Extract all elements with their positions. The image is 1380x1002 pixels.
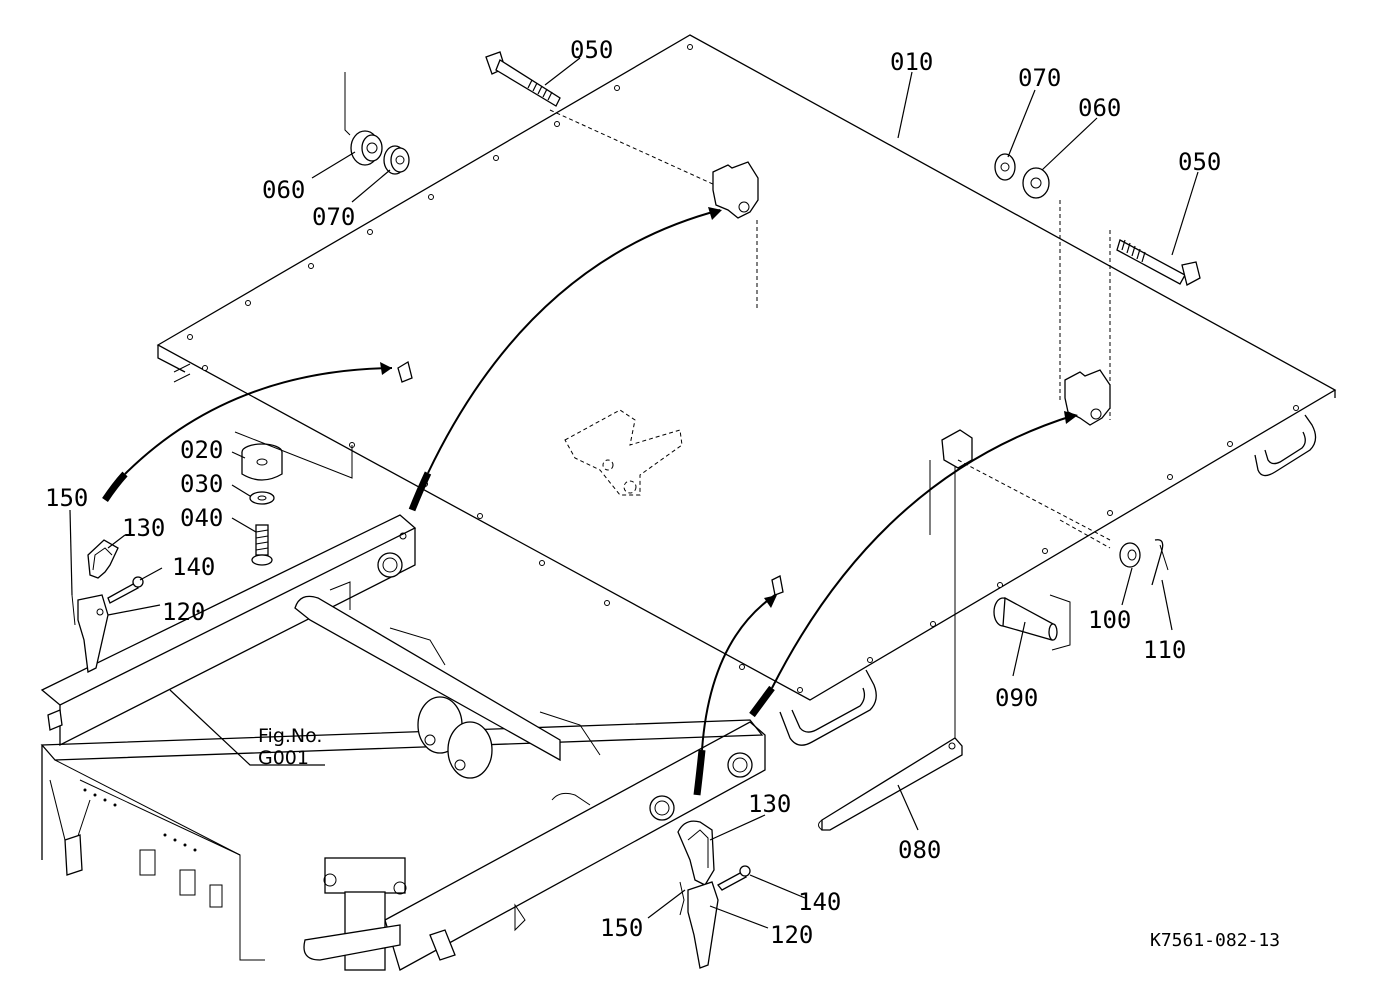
rubber-mount-020 <box>241 443 283 481</box>
hinge-lug-top <box>549 109 759 310</box>
label-030: 030 <box>180 470 223 498</box>
frame-g001 <box>40 514 766 971</box>
label-100: 100 <box>1088 606 1131 634</box>
label-070-right: 070 <box>1018 64 1061 92</box>
link-080 <box>818 455 963 831</box>
label-130-left: 130 <box>122 514 165 542</box>
label-010: 010 <box>890 48 933 76</box>
lock-set-left <box>71 539 144 673</box>
label-140-bottom: 140 <box>798 888 841 916</box>
hinge-lug-right <box>1059 200 1111 426</box>
label-140-left: 140 <box>172 553 215 581</box>
label-080: 080 <box>898 836 941 864</box>
label-060-left: 060 <box>262 176 305 204</box>
label-150-bottom: 150 <box>600 914 643 942</box>
motion-arrows <box>102 207 1078 796</box>
label-060-right: 060 <box>1078 94 1121 122</box>
bushing-060-right <box>1022 167 1050 199</box>
label-070-left: 070 <box>312 203 355 231</box>
label-040: 040 <box>180 504 223 532</box>
drawing-code: K7561-082-13 <box>1150 930 1280 951</box>
lock-set-bottom <box>677 820 751 969</box>
bolt-050-right <box>1116 239 1201 286</box>
bolt-040 <box>251 524 273 566</box>
fig-reference: Fig.No. G001 <box>258 725 322 769</box>
bracket-plate-left <box>344 72 351 136</box>
callout-labels: 050 010 070 060 050 060 070 020 030 040 … <box>45 36 1221 949</box>
washer-030 <box>249 491 275 505</box>
bolt-050-top <box>485 51 561 107</box>
clip-left <box>397 360 413 383</box>
washer-100 <box>1119 542 1141 568</box>
label-130-bottom: 130 <box>748 790 791 818</box>
label-090: 090 <box>995 684 1038 712</box>
label-110: 110 <box>1143 636 1186 664</box>
label-120-bottom: 120 <box>770 921 813 949</box>
fig-ref-line1: Fig.No. <box>258 725 322 747</box>
leader-lines <box>69 57 1199 929</box>
label-050-top: 050 <box>570 36 613 64</box>
label-120-left: 120 <box>162 598 205 626</box>
nut-070-right <box>994 153 1016 181</box>
clip-center <box>771 575 784 596</box>
pin-090 <box>993 594 1071 651</box>
bushing-060-left <box>350 130 383 166</box>
label-050-right: 050 <box>1178 148 1221 176</box>
nut-070-left <box>383 145 410 175</box>
fig-ref-line2: G001 <box>258 747 309 769</box>
label-150-left: 150 <box>45 484 88 512</box>
label-020: 020 <box>180 436 223 464</box>
hinge-block <box>941 429 1111 549</box>
cotter-pin-110 <box>1151 539 1169 586</box>
